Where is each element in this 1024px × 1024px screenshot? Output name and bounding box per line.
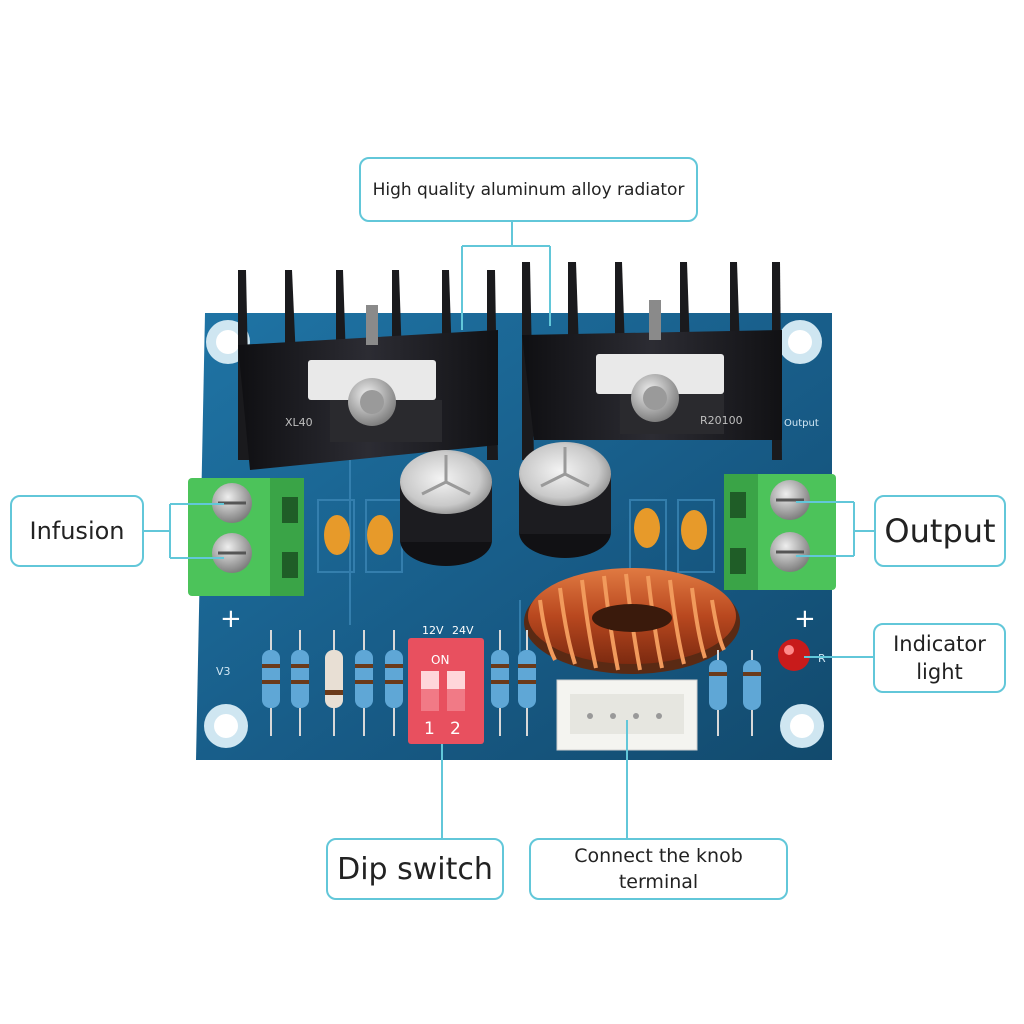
dip-24v-label: 24V: [452, 624, 474, 637]
infusion-callout-text: Infusion: [29, 517, 125, 545]
left-heatsink: XL40: [238, 270, 498, 470]
indicator-callout-line2: light: [916, 660, 963, 684]
knob-callout-line1: Connect the knob: [574, 845, 743, 867]
dip-1-label: 1: [424, 719, 435, 739]
chip-right-label: R20100: [700, 414, 743, 427]
radiator-callout: High quality aluminum alloy radiator: [359, 157, 698, 222]
terminal-infusion: [188, 478, 304, 596]
callout-lines: [144, 222, 874, 838]
output-callout-text: Output: [884, 512, 996, 550]
dip-on-label: ON: [431, 653, 449, 667]
dip-switch-callout-text: Dip switch: [337, 851, 493, 887]
knob-callout-line2: terminal: [618, 871, 699, 893]
plus-left-label: +: [220, 604, 242, 634]
chip-left-label: XL40: [285, 416, 313, 429]
indicator-light-callout: Indicator light: [873, 623, 1006, 693]
radiator-callout-text: High quality aluminum alloy radiator: [372, 179, 685, 200]
capacitor-left: [400, 450, 492, 566]
infusion-callout: Infusion: [10, 495, 144, 567]
dip-switch-component: ON 1 2: [408, 638, 484, 744]
knob-terminal-callout: Connect the knob terminal: [529, 838, 788, 900]
v3-label: V3: [216, 665, 231, 678]
dip-2-label: 2: [450, 719, 461, 739]
orange-capacitors: [324, 508, 707, 555]
plus-right-label: +: [794, 604, 816, 634]
dip-switch-callout: Dip switch: [326, 838, 504, 900]
mounting-holes: [204, 320, 824, 748]
output-silk-label: Output: [784, 418, 819, 429]
indicator-callout-line1: Indicator: [893, 632, 986, 656]
right-heatsink: R20100: [522, 262, 782, 460]
indicator-led: [778, 639, 810, 671]
dip-12v-label: 12V: [422, 624, 444, 637]
output-callout: Output: [874, 495, 1006, 567]
led-r-label: R: [818, 652, 826, 665]
toroid-inductor: [524, 568, 740, 674]
resistors: [262, 630, 761, 736]
capacitor-right: [519, 442, 611, 558]
silkscreen-traces: [317, 460, 715, 660]
terminal-output: [724, 474, 836, 590]
